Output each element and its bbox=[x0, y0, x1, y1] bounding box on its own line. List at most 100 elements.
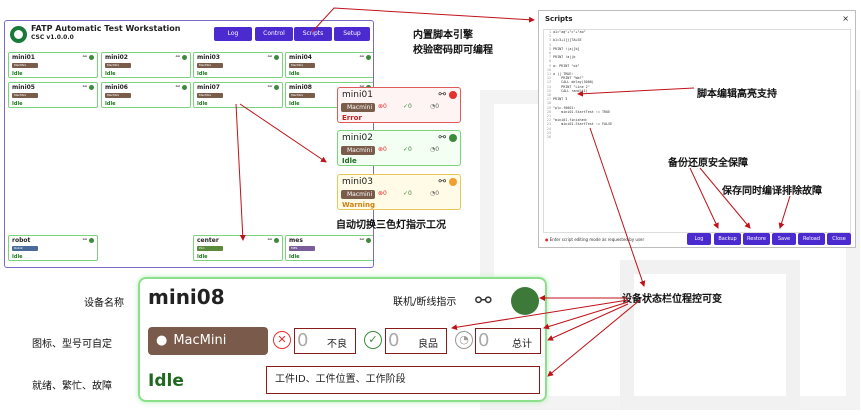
code-text: PRINT !(a)[b] bbox=[553, 46, 580, 51]
station-status: Error bbox=[342, 114, 362, 122]
code-line[interactable]: 18 bbox=[544, 101, 850, 105]
code-text: a || TRUE: bbox=[553, 72, 574, 77]
station-card[interactable]: mini07 ⚯ MacMini Idle bbox=[193, 82, 283, 108]
code-line[interactable]: 24 bbox=[544, 127, 850, 131]
pass-count: ✓0 bbox=[403, 103, 412, 110]
online-indicator-icon bbox=[274, 238, 279, 243]
arrow-tri-color bbox=[239, 103, 327, 163]
online-indicator-icon bbox=[89, 85, 94, 90]
model-tag: Macmini bbox=[341, 103, 375, 112]
station-card[interactable]: mini04 ⚯ MacMini Idle bbox=[285, 52, 373, 78]
script-log-button[interactable]: Log bbox=[687, 233, 711, 245]
station-card-robot[interactable]: robot ⚯ Robot Idle bbox=[8, 235, 98, 261]
station-card-center[interactable]: center ⚯ PLC Idle bbox=[193, 235, 283, 261]
workstation-window: FATP Automatic Test Workstation CSC v1.0… bbox=[4, 20, 374, 268]
link-icon: ⚯ bbox=[82, 54, 87, 60]
code-line[interactable]: 23 mini01.StartTest := FALSE bbox=[544, 122, 850, 126]
station-card[interactable]: mini01 ⚯ MacMini Idle bbox=[8, 52, 98, 78]
line-number: 6 bbox=[548, 51, 551, 56]
link-icon: ⚯ bbox=[438, 177, 446, 187]
station-card[interactable]: mini02 ⚯ MacMini Idle bbox=[101, 52, 191, 78]
line-number: 5 bbox=[548, 46, 551, 51]
code-line[interactable]: 12 PRINT "Wa?" bbox=[544, 76, 850, 80]
online-indicator-icon bbox=[274, 55, 279, 60]
line-number: 17 bbox=[546, 97, 551, 102]
station-name: mini06 bbox=[105, 84, 128, 91]
online-indicator-icon bbox=[366, 55, 371, 60]
line-number: 23 bbox=[546, 122, 551, 127]
line-number: 14 bbox=[546, 84, 551, 89]
line-number: 20 bbox=[546, 109, 551, 114]
code-line[interactable]: 21 bbox=[544, 114, 850, 118]
scripts-button[interactable]: Scripts bbox=[294, 27, 332, 41]
link-icon: ⚯ bbox=[438, 133, 446, 143]
code-line[interactable]: 14 PRINT "Line 2" bbox=[544, 85, 850, 89]
save-button[interactable]: Save bbox=[772, 233, 796, 245]
code-line[interactable]: 26 bbox=[544, 135, 850, 139]
code-line[interactable]: 2 bbox=[544, 34, 850, 38]
line-number: 7 bbox=[548, 55, 551, 60]
code-line[interactable]: 6 bbox=[544, 51, 850, 55]
code-line[interactable]: 16 bbox=[544, 93, 850, 97]
code-line[interactable]: 19"plc.f0001: bbox=[544, 106, 850, 110]
model-tag: MacMini bbox=[289, 93, 315, 98]
backup-button[interactable]: Backup bbox=[714, 233, 741, 245]
code-text: PRINT "Wa?" bbox=[553, 76, 584, 81]
reload-button[interactable]: Reload bbox=[798, 233, 825, 245]
link-icon: ⚯ bbox=[267, 54, 272, 60]
label-icon-model: 图标、型号可自定 bbox=[32, 339, 112, 350]
code-line[interactable]: 10 bbox=[544, 68, 850, 72]
arrow-status-bar bbox=[589, 127, 646, 287]
line-number: 15 bbox=[546, 88, 551, 93]
code-line[interactable]: 13 CALL delay(5000) bbox=[544, 80, 850, 84]
station-status: Idle bbox=[197, 101, 208, 107]
code-text: a: PRINT "ok" bbox=[553, 63, 580, 68]
control-button[interactable]: Control bbox=[255, 27, 293, 41]
code-text: "plc.f0001: bbox=[553, 105, 576, 110]
station-name: mini02 bbox=[105, 54, 128, 61]
code-line[interactable]: 8 bbox=[544, 59, 850, 63]
code-line[interactable]: 22"mini01.finished: bbox=[544, 118, 850, 122]
station-name: mini03 bbox=[197, 54, 220, 61]
restore-button[interactable]: Restore bbox=[743, 233, 770, 245]
station-name: mini08 bbox=[289, 84, 312, 91]
station-card[interactable]: mini05 ⚯ MacMini Idle bbox=[8, 82, 98, 108]
station-card[interactable]: mini06 ⚯ MacMini Idle bbox=[101, 82, 191, 108]
link-icon: ⚯ bbox=[267, 237, 272, 243]
annotation-save: 保存同时编译排除故障 bbox=[722, 186, 822, 197]
arrow-info bbox=[547, 299, 641, 377]
close-button[interactable]: Close bbox=[827, 233, 851, 245]
tri-color-light-icon bbox=[449, 178, 457, 186]
station-status: Idle bbox=[197, 254, 208, 260]
code-line[interactable]: 20 mini01.StartTest := TRUE bbox=[544, 110, 850, 114]
station-card-mes[interactable]: mes ⚯ MES Idle bbox=[285, 235, 373, 261]
station-card[interactable]: mini03 ⚯ MacMini Idle bbox=[193, 52, 283, 78]
log-button[interactable]: Log bbox=[214, 27, 252, 41]
arrow-total bbox=[547, 303, 629, 341]
model-tag: MacMini bbox=[197, 63, 223, 68]
code-text: "mini01.finished: bbox=[553, 118, 588, 123]
setup-button[interactable]: Setup bbox=[334, 27, 370, 41]
total-icon: ◔ bbox=[455, 331, 473, 349]
model-tag: MES bbox=[289, 246, 315, 251]
code-text: mini01.StartTest := TRUE bbox=[553, 109, 611, 114]
code-line[interactable]: 4 bbox=[544, 43, 850, 47]
code-line[interactable]: 25 bbox=[544, 131, 850, 135]
apple-icon: ● bbox=[156, 333, 168, 348]
scripts-title: Scripts bbox=[545, 15, 573, 23]
annotation-backup: 备份还原安全保障 bbox=[668, 158, 748, 169]
close-icon[interactable]: × bbox=[842, 14, 849, 23]
station-name: mini05 bbox=[12, 84, 35, 91]
line-number: 8 bbox=[548, 59, 551, 64]
